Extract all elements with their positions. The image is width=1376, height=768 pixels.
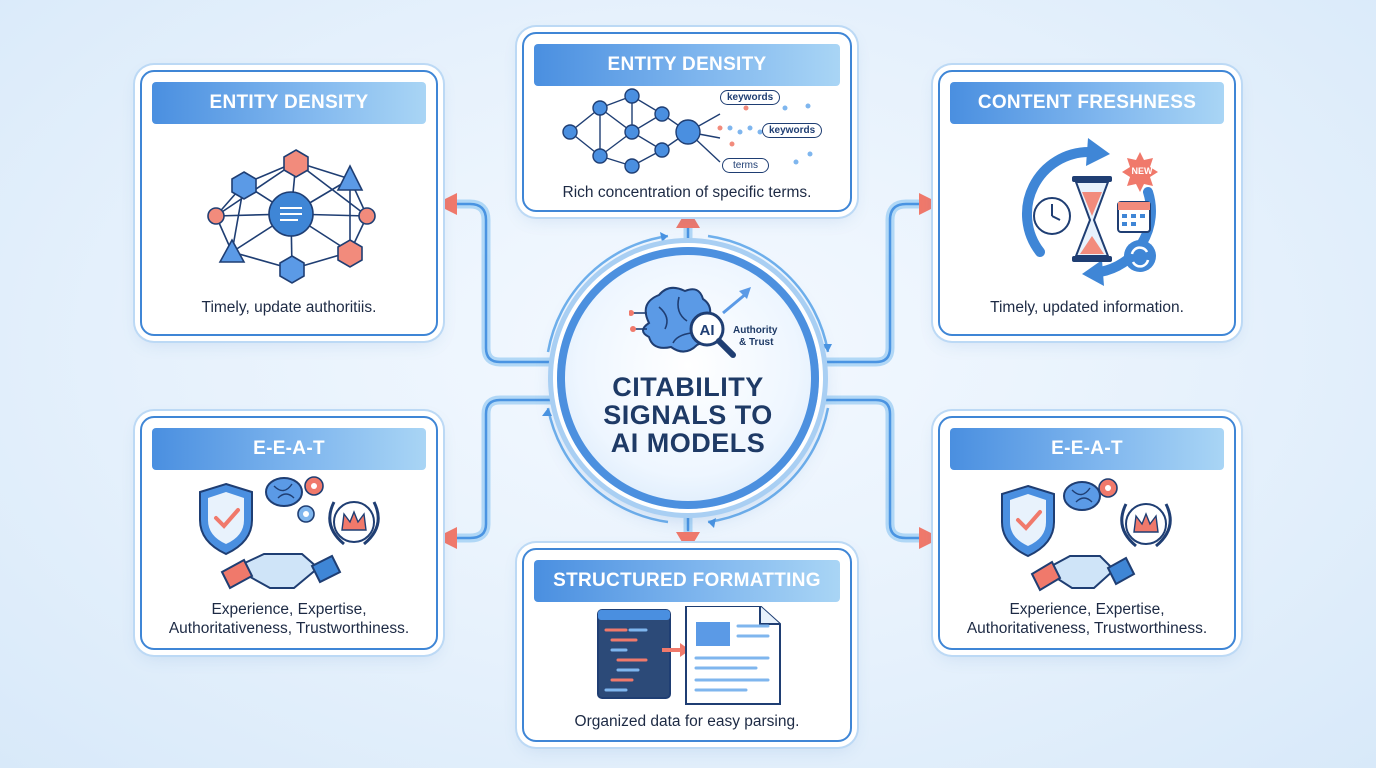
trust-handshake-icon bbox=[1001, 478, 1172, 592]
card-description: Timely, update authoritiis. bbox=[201, 299, 377, 316]
card-description: Timely, updated information. bbox=[990, 299, 1184, 316]
arrow-to-top-center bbox=[676, 208, 700, 228]
card-entity-density-center: ENTITY DENSITY keywords keywords terms R… bbox=[522, 32, 852, 212]
card-description: Rich concentration of specific terms. bbox=[562, 184, 812, 201]
card-entity-density-left: ENTITY DENSITY Timely, update authoritii… bbox=[140, 70, 438, 336]
card-description-line-2: Authoritativeness, Trustworthiness. bbox=[168, 620, 410, 637]
card-title: CONTENT FRESHNESS bbox=[950, 82, 1224, 124]
keyword-bubble-2: keywords bbox=[762, 123, 823, 138]
arrow-to-bottom-right bbox=[919, 527, 941, 549]
hub-title-line-1: CITABILITY bbox=[612, 372, 764, 402]
hub-title-line-3: AI MODELS bbox=[610, 428, 766, 458]
card-description-line-1: Experience, Expertise, bbox=[1009, 601, 1165, 618]
authority-tag-line-1: Authority bbox=[733, 325, 778, 336]
hub-title: CITABILITY SIGNALS TO AI MODELS bbox=[565, 373, 811, 457]
ai-brain-icon: AI bbox=[629, 286, 751, 358]
card-title: ENTITY DENSITY bbox=[152, 82, 426, 124]
card-description-line-1: Experience, Expertise, bbox=[211, 601, 367, 618]
card-title: E-E-A-T bbox=[950, 428, 1224, 470]
new-badge-label: NEW bbox=[1131, 166, 1153, 176]
arrow-to-bottom-left bbox=[435, 527, 457, 549]
hourglass-refresh-icon bbox=[1022, 138, 1158, 286]
trust-handshake-icon bbox=[199, 476, 380, 590]
hub-title-line-2: SIGNALS TO bbox=[603, 400, 773, 430]
ai-label: AI bbox=[700, 322, 715, 339]
keyword-bubble-1: keywords bbox=[720, 90, 781, 105]
authority-tag-line-2: & Trust bbox=[739, 337, 774, 348]
network-graph-icon bbox=[207, 149, 376, 284]
authority-trust-tag: Authority & Trust bbox=[733, 325, 777, 349]
card-description: Organized data for easy parsing. bbox=[574, 713, 800, 730]
arrow-to-bottom-center bbox=[676, 532, 700, 552]
arrow-to-top-left bbox=[435, 193, 457, 215]
card-title: STRUCTURED FORMATTING bbox=[534, 560, 840, 602]
card-content-freshness: CONTENT FRESHNESS NEW Timely, updated in… bbox=[938, 70, 1236, 336]
card-title: ENTITY DENSITY bbox=[534, 44, 840, 86]
card-description-line-2: Authoritativeness, Trustworthiness. bbox=[966, 620, 1208, 637]
card-eeat-left: E-E-A-T Experience, Expertise, Authorita… bbox=[140, 416, 438, 650]
coral-arrowheads bbox=[435, 193, 941, 552]
card-structured-formatting: STRUCTURED FORMATTING Organized data for… bbox=[522, 548, 852, 742]
card-eeat-right: E-E-A-T Experience, Expertise, Authorita… bbox=[938, 416, 1236, 650]
code-to-document-icon bbox=[597, 606, 781, 705]
central-hub: AI Authority & Trust CITABILITY SIGNALS … bbox=[557, 247, 819, 509]
keyword-bubble-3: terms bbox=[722, 158, 769, 173]
card-title: E-E-A-T bbox=[152, 428, 426, 470]
arrow-to-top-right bbox=[919, 193, 941, 215]
keyword-network-icon bbox=[562, 88, 813, 174]
